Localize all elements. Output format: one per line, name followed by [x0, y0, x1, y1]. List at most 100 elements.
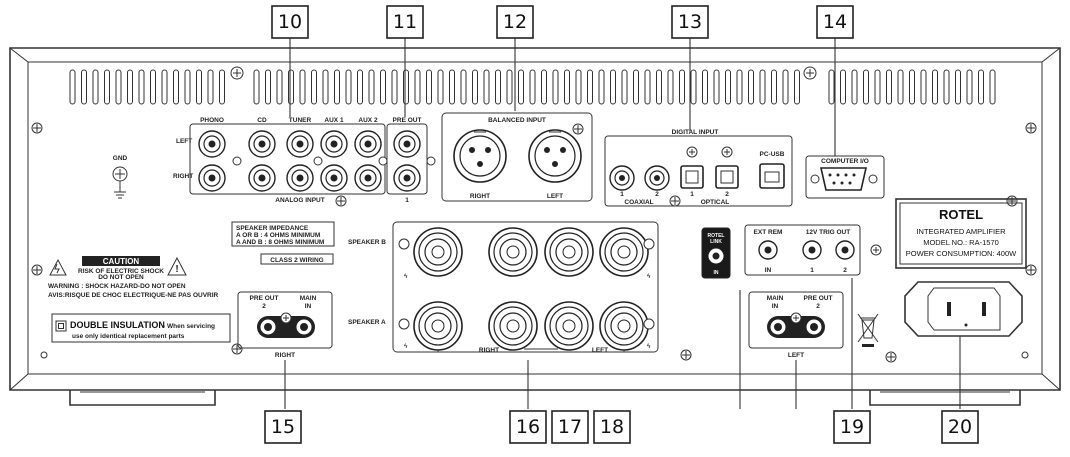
- trig-out-1-jack[interactable]: [802, 240, 822, 260]
- balanced-left-label: LEFT: [547, 193, 563, 200]
- speaker-binding-post[interactable]: [488, 227, 538, 277]
- vent-slot: [380, 69, 386, 105]
- callout-13: 13: [671, 5, 709, 39]
- callout-16: 16: [509, 410, 547, 444]
- pcusb-label: PC-USB: [760, 151, 785, 158]
- right-speaker-label: RIGHT: [479, 347, 499, 354]
- vent-slot: [886, 69, 892, 105]
- vent-slot: [460, 69, 467, 105]
- avis-line: AVIS:RISQUE DE CHOC ELECTRIQUE-NE PAS OU…: [48, 292, 219, 299]
- impedance-line2: A AND B : 8 OHMS MINIMUM: [236, 239, 324, 246]
- speaker-binding-posts[interactable]: [398, 227, 655, 351]
- preout2-mainin-right-jumper[interactable]: [257, 312, 315, 338]
- speaker-binding-post[interactable]: [544, 227, 594, 277]
- vent-slot: [115, 69, 122, 105]
- vent-slot: [966, 69, 973, 105]
- vent-slot: [426, 69, 432, 105]
- xlr-left-connector[interactable]: [528, 129, 582, 183]
- impedance-title: SPEAKER IMPEDANCE: [236, 225, 309, 232]
- vent-slot: [897, 69, 904, 105]
- rca-jack[interactable]: [354, 130, 382, 158]
- vent-slot: [874, 69, 881, 105]
- vent-slot: [299, 69, 306, 105]
- vent-slot: [391, 69, 398, 105]
- brand-label: ROTEL: [939, 207, 983, 222]
- computer-io-label: COMPUTER I/O: [821, 158, 869, 165]
- rca-jack[interactable]: [354, 164, 382, 192]
- ext-rem-in-jack[interactable]: [758, 240, 778, 260]
- optical-2-jack[interactable]: [715, 146, 739, 189]
- right-main-label: MAIN: [300, 295, 317, 302]
- svg-text:13: 13: [678, 11, 702, 33]
- pre-out-1-label: PRE OUT: [393, 117, 422, 124]
- vent-slot: [69, 69, 76, 105]
- trig-2-label: 2: [843, 267, 847, 274]
- svg-text:ϟ: ϟ: [404, 343, 408, 350]
- callout-18: 18: [593, 410, 631, 444]
- speaker-binding-post[interactable]: [488, 301, 538, 351]
- left-label: LEFT: [176, 138, 192, 145]
- rca-jack[interactable]: [286, 130, 314, 158]
- speaker-binding-post[interactable]: [599, 301, 649, 351]
- trig-out-2-jack[interactable]: [835, 240, 855, 260]
- class2-wiring-label: CLASS 2 WIRING: [270, 257, 323, 264]
- analog-input-block: PHONO CD TUNER AUX 1 AUX 2 LEFT RIGHT AN…: [173, 117, 386, 204]
- speaker-binding-post[interactable]: [599, 227, 649, 277]
- speaker-binding-post[interactable]: [413, 301, 463, 351]
- speaker-binding-post[interactable]: [413, 227, 463, 277]
- vent-slot: [127, 69, 133, 105]
- double-insulation-title: DOUBLE INSULATION: [70, 320, 165, 330]
- rca-jack[interactable]: [248, 164, 276, 192]
- speaker-a-label: SPEAKER A: [348, 319, 386, 326]
- rca-jack[interactable]: [320, 164, 348, 192]
- vent-slot: [587, 69, 593, 105]
- xlr-right-connector[interactable]: [453, 129, 507, 183]
- vent-slot: [552, 69, 559, 105]
- coaxial-2-jack[interactable]: [644, 165, 670, 191]
- mainin-preout2-left-jumper[interactable]: [767, 312, 825, 338]
- computer-io-db9-port[interactable]: [810, 167, 878, 191]
- ac-power-inlet[interactable]: [904, 281, 1023, 337]
- vent-slot: [334, 69, 340, 105]
- vent-slot: [449, 69, 455, 105]
- rca-jack[interactable]: [393, 130, 421, 158]
- rotel-link-jack[interactable]: ROTEL LINK IN: [701, 227, 731, 279]
- caution-sub1: RISK OF ELECTRIC SHOCK: [78, 268, 164, 275]
- vent-slot: [483, 69, 490, 105]
- svg-text:15: 15: [271, 416, 295, 438]
- rca-jack[interactable]: [320, 130, 348, 158]
- vent-slot: [437, 69, 444, 105]
- vent-slot: [725, 69, 731, 105]
- vent-slot: [173, 69, 179, 105]
- speaker-binding-post[interactable]: [544, 301, 594, 351]
- rotel-link-in: IN: [714, 270, 719, 276]
- vent-slot: [989, 69, 996, 105]
- right-channel-label: RIGHT: [275, 352, 295, 359]
- rca-jack[interactable]: [248, 130, 276, 158]
- impedance-line1: A OR B : 4 OHMS MINIMUM: [236, 232, 320, 239]
- rating-label: ROTEL INTEGRATED AMPLIFIER MODEL NO.: RA…: [895, 198, 1027, 269]
- vent-slot: [150, 69, 156, 105]
- rca-jack[interactable]: [198, 130, 226, 158]
- vent-slot: [598, 69, 605, 105]
- rca-jack[interactable]: [286, 164, 314, 192]
- rca-jack[interactable]: [393, 164, 421, 192]
- balanced-input-block: BALANCED INPUT RIGHT LEFT: [441, 112, 593, 202]
- vent-slot: [702, 69, 708, 105]
- left-main-label: MAIN: [767, 295, 784, 302]
- vent-slot: [541, 69, 547, 105]
- chassis: [9, 47, 1061, 406]
- coaxial-label: COAXIAL: [624, 199, 653, 206]
- rca-jack[interactable]: [198, 164, 226, 192]
- optical-1-jack[interactable]: [680, 146, 704, 189]
- vent-slot: [736, 69, 743, 105]
- coaxial-1-jack[interactable]: [609, 165, 635, 191]
- ext-rem-trig-block: EXT REM 12V TRIG OUT IN 1 2: [744, 224, 861, 276]
- ground-terminal[interactable]: GND: [112, 155, 128, 199]
- vent-slot: [92, 69, 99, 105]
- coax-2-label: 2: [655, 191, 659, 198]
- vent-slot: [403, 69, 409, 105]
- rca-jacks-analog[interactable]: [198, 130, 436, 192]
- rating-line1: INTEGRATED AMPLIFIER: [916, 227, 1006, 236]
- usb-pc-port[interactable]: [759, 163, 785, 189]
